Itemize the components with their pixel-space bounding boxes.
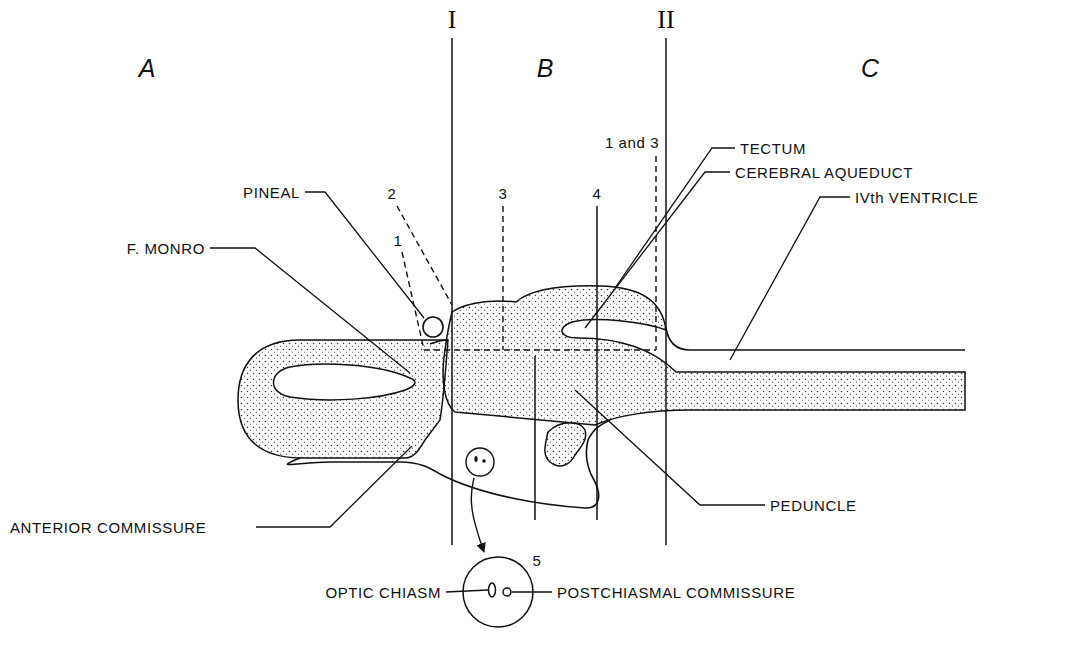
plane-numeral: II: [657, 7, 674, 33]
callout-number: 1 and 3: [605, 135, 659, 150]
leader-line: [210, 248, 410, 373]
leader-line: [512, 591, 552, 592]
callout-number: 1: [394, 233, 403, 248]
part-label: PEDUNCLE: [770, 498, 857, 513]
callout-number: 5: [533, 553, 542, 568]
plane-line: [665, 38, 667, 545]
callout-number: 3: [499, 186, 508, 201]
leader-line: [305, 192, 424, 318]
region-letter: A: [139, 56, 156, 81]
chiasm-dot: [482, 459, 486, 463]
part-label: CEREBRAL AQUEDUCT: [735, 165, 913, 180]
leader-line: [575, 390, 765, 505]
leader-line: [256, 446, 412, 527]
part-label: F. MONRO: [127, 241, 205, 256]
brainstem: [443, 286, 965, 425]
part-label: PINEAL: [243, 185, 300, 200]
region-letter: C: [861, 56, 879, 81]
brain-outline: [430, 340, 448, 344]
plane-numeral: I: [448, 7, 457, 33]
telencephalon: [238, 340, 448, 458]
part-label: IVth VENTRICLE: [855, 190, 978, 205]
part-label: POSTCHIASMAL COMMISSURE: [557, 585, 795, 600]
region-letter: B: [537, 56, 554, 81]
zoom-arrow: [471, 478, 484, 552]
brain-outline: [666, 328, 965, 350]
cut-line: [402, 252, 424, 350]
leader-line: [585, 172, 730, 328]
brain-outline: [288, 420, 610, 508]
commissure-symbol: [503, 588, 511, 596]
part-label: OPTIC CHIASM: [325, 585, 441, 600]
hypothalamus: [545, 423, 586, 466]
plane-line: [451, 38, 453, 545]
chiasm-symbol: [489, 583, 496, 597]
callout-number: 4: [593, 186, 602, 201]
callout-number: 2: [388, 186, 397, 201]
chiasm-dot: [474, 456, 477, 462]
part-label: TECTUM: [740, 141, 806, 156]
pineal-body: [423, 317, 443, 337]
leader-line: [615, 148, 735, 288]
part-label: ANTERIOR COMMISSURE: [10, 520, 206, 535]
outlines: [288, 328, 965, 508]
leader-line: [730, 197, 850, 360]
detail-circle: [466, 448, 494, 476]
cut-line: [397, 206, 452, 305]
leaders: [210, 148, 850, 592]
leader-line: [446, 590, 488, 592]
